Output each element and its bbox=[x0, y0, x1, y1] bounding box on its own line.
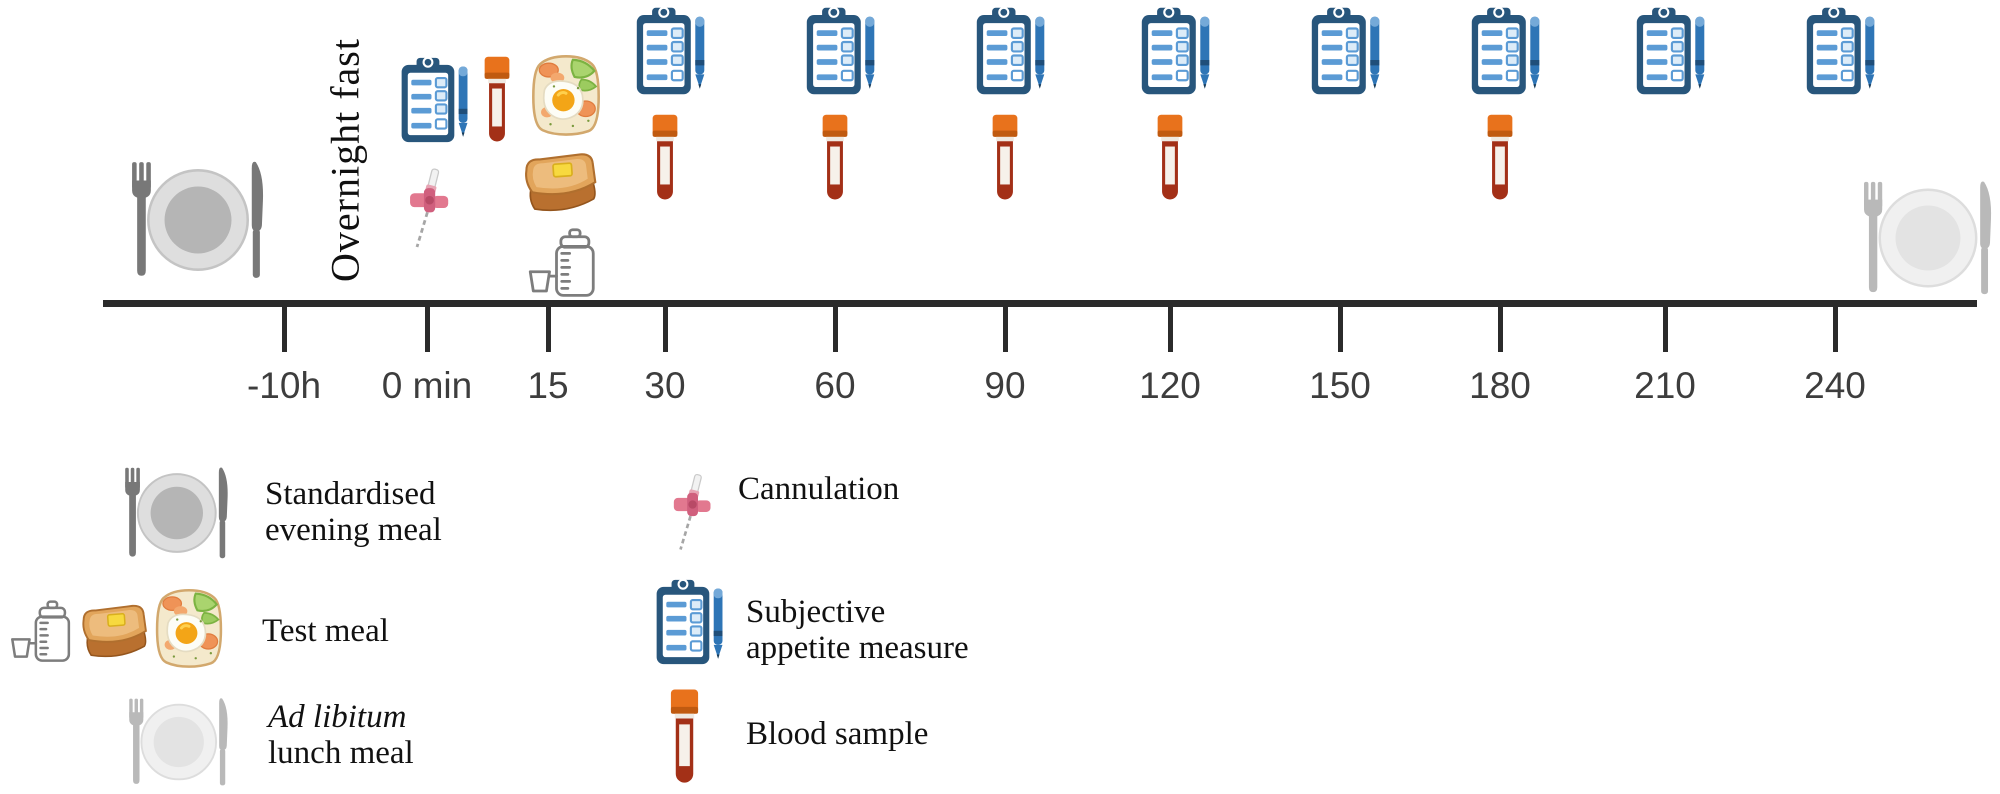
tick-mark bbox=[1662, 300, 1668, 352]
tick-mark bbox=[1832, 300, 1838, 352]
timeline-axis bbox=[103, 300, 1977, 307]
clipboard-pen-icon bbox=[1309, 6, 1383, 96]
legend-text-line: appetite measure bbox=[746, 630, 969, 666]
tick-label: 90 bbox=[984, 365, 1026, 406]
legend-shaker-icon bbox=[6, 600, 72, 663]
legend-text-line: Standardised bbox=[265, 476, 436, 512]
clipboard-pen-icon bbox=[1139, 6, 1213, 96]
legend-appetite-label: Subjective appetite measure bbox=[746, 594, 969, 666]
blood-tube-icon bbox=[1155, 112, 1185, 204]
legend-evening-meal-label: Standardised evening meal bbox=[265, 476, 442, 548]
blood-tube-icon bbox=[1485, 112, 1515, 204]
tick-label: 60 bbox=[814, 365, 856, 406]
tick-label: 15 bbox=[527, 365, 569, 406]
legend-text-line: Blood sample bbox=[746, 716, 929, 752]
legend-butter-toast-icon bbox=[76, 602, 152, 666]
legend-clipboard-icon bbox=[654, 578, 726, 666]
blood-tube-icon bbox=[650, 112, 680, 204]
tick-mark bbox=[1002, 300, 1008, 352]
legend-blood-tube-icon bbox=[668, 688, 701, 786]
tick-mark bbox=[1167, 300, 1173, 352]
clipboard-pen-icon bbox=[1804, 6, 1878, 96]
legend-text-line: evening meal bbox=[265, 512, 442, 548]
tick-label: 0 min bbox=[381, 365, 473, 406]
butter-toast-icon bbox=[518, 150, 602, 221]
tick-label: 210 bbox=[1634, 365, 1696, 406]
blood-tube-icon bbox=[990, 112, 1020, 204]
legend-text-line: Ad libitum bbox=[268, 699, 407, 735]
tick-mark bbox=[662, 300, 668, 352]
cannula-icon bbox=[404, 162, 456, 254]
legend-text-line: Cannulation bbox=[738, 471, 900, 507]
tick-label: 30 bbox=[644, 365, 686, 406]
tick-label: 180 bbox=[1469, 365, 1531, 406]
clipboard-pen-icon bbox=[399, 56, 471, 144]
legend-lunch-meal-label: Ad libitum lunch meal bbox=[268, 699, 414, 771]
tick-mark bbox=[545, 300, 551, 352]
tick-mark bbox=[1497, 300, 1503, 352]
clipboard-pen-icon bbox=[1634, 6, 1708, 96]
legend-text-line: lunch meal bbox=[268, 735, 414, 771]
legend-text-line: Subjective bbox=[746, 594, 886, 630]
tick-mark bbox=[281, 300, 287, 352]
legend-lunch-plate-icon bbox=[124, 694, 232, 790]
tick-mark bbox=[1337, 300, 1343, 352]
standardised-evening-meal-icon bbox=[126, 156, 268, 284]
tick-mark bbox=[832, 300, 838, 352]
legend-egg-toast-icon bbox=[152, 586, 226, 670]
legend-cannula-icon bbox=[668, 466, 718, 558]
clipboard-pen-icon bbox=[634, 6, 708, 96]
clipboard-pen-icon bbox=[804, 6, 878, 96]
legend-blood-sample-label: Blood sample bbox=[746, 716, 928, 752]
tick-label: 120 bbox=[1139, 365, 1201, 406]
tick-mark bbox=[424, 300, 430, 352]
legend-text-line: Test meal bbox=[262, 613, 389, 649]
tick-label: 150 bbox=[1309, 365, 1371, 406]
blood-tube-icon bbox=[482, 54, 512, 146]
tick-label: 240 bbox=[1804, 365, 1866, 406]
egg-toast-icon bbox=[528, 52, 604, 138]
legend-evening-meal-icon bbox=[120, 463, 232, 563]
clipboard-pen-icon bbox=[1469, 6, 1543, 96]
legend-cannulation-label: Cannulation bbox=[738, 471, 899, 507]
tick-label: -10h bbox=[246, 365, 322, 406]
overnight-fast-label: Overnight fast bbox=[322, 38, 368, 282]
clipboard-pen-icon bbox=[974, 6, 1048, 96]
shaker-icon bbox=[523, 228, 597, 298]
ad-libitum-lunch-meal-icon bbox=[1858, 176, 1996, 300]
legend-test-meal-label: Test meal bbox=[262, 613, 389, 649]
blood-tube-icon bbox=[820, 112, 850, 204]
